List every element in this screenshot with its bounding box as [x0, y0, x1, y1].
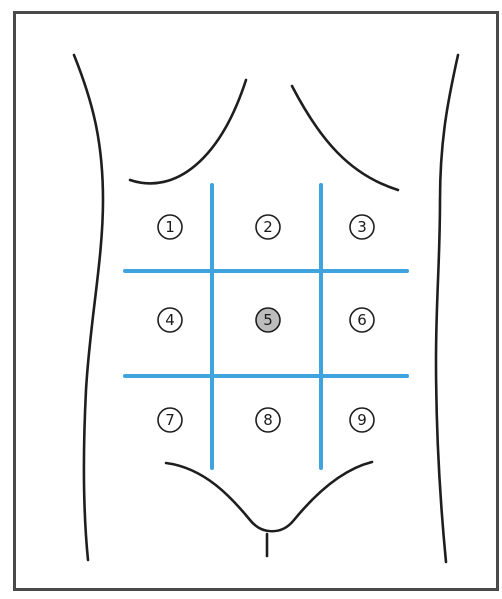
- region-3-marker: 3: [350, 215, 374, 239]
- region-2-label: 2: [263, 218, 273, 236]
- region-8-label: 8: [263, 411, 273, 429]
- region-markers: 1 4 7 2 5 8 3 6 9: [158, 215, 374, 432]
- right-ribcage-line: [292, 86, 398, 190]
- region-3-label: 3: [357, 218, 367, 236]
- region-4-label: 4: [165, 311, 175, 329]
- region-6-label: 6: [357, 311, 367, 329]
- torso-left-contour: [74, 55, 103, 560]
- pelvis-line: [166, 462, 372, 531]
- region-5-label: 5: [263, 311, 273, 329]
- region-6-marker: 6: [350, 308, 374, 332]
- region-9-label: 9: [357, 411, 367, 429]
- torso-right-contour: [436, 55, 458, 562]
- region-5-marker: 5: [256, 308, 280, 332]
- region-9-marker: 9: [350, 408, 374, 432]
- region-1-marker: 1: [158, 215, 182, 239]
- region-1-label: 1: [165, 218, 175, 236]
- region-7-marker: 7: [158, 408, 182, 432]
- region-7-label: 7: [165, 411, 175, 429]
- region-4-marker: 4: [158, 308, 182, 332]
- region-2-marker: 2: [256, 215, 280, 239]
- region-8-marker: 8: [256, 408, 280, 432]
- left-ribcage-line: [130, 80, 246, 183]
